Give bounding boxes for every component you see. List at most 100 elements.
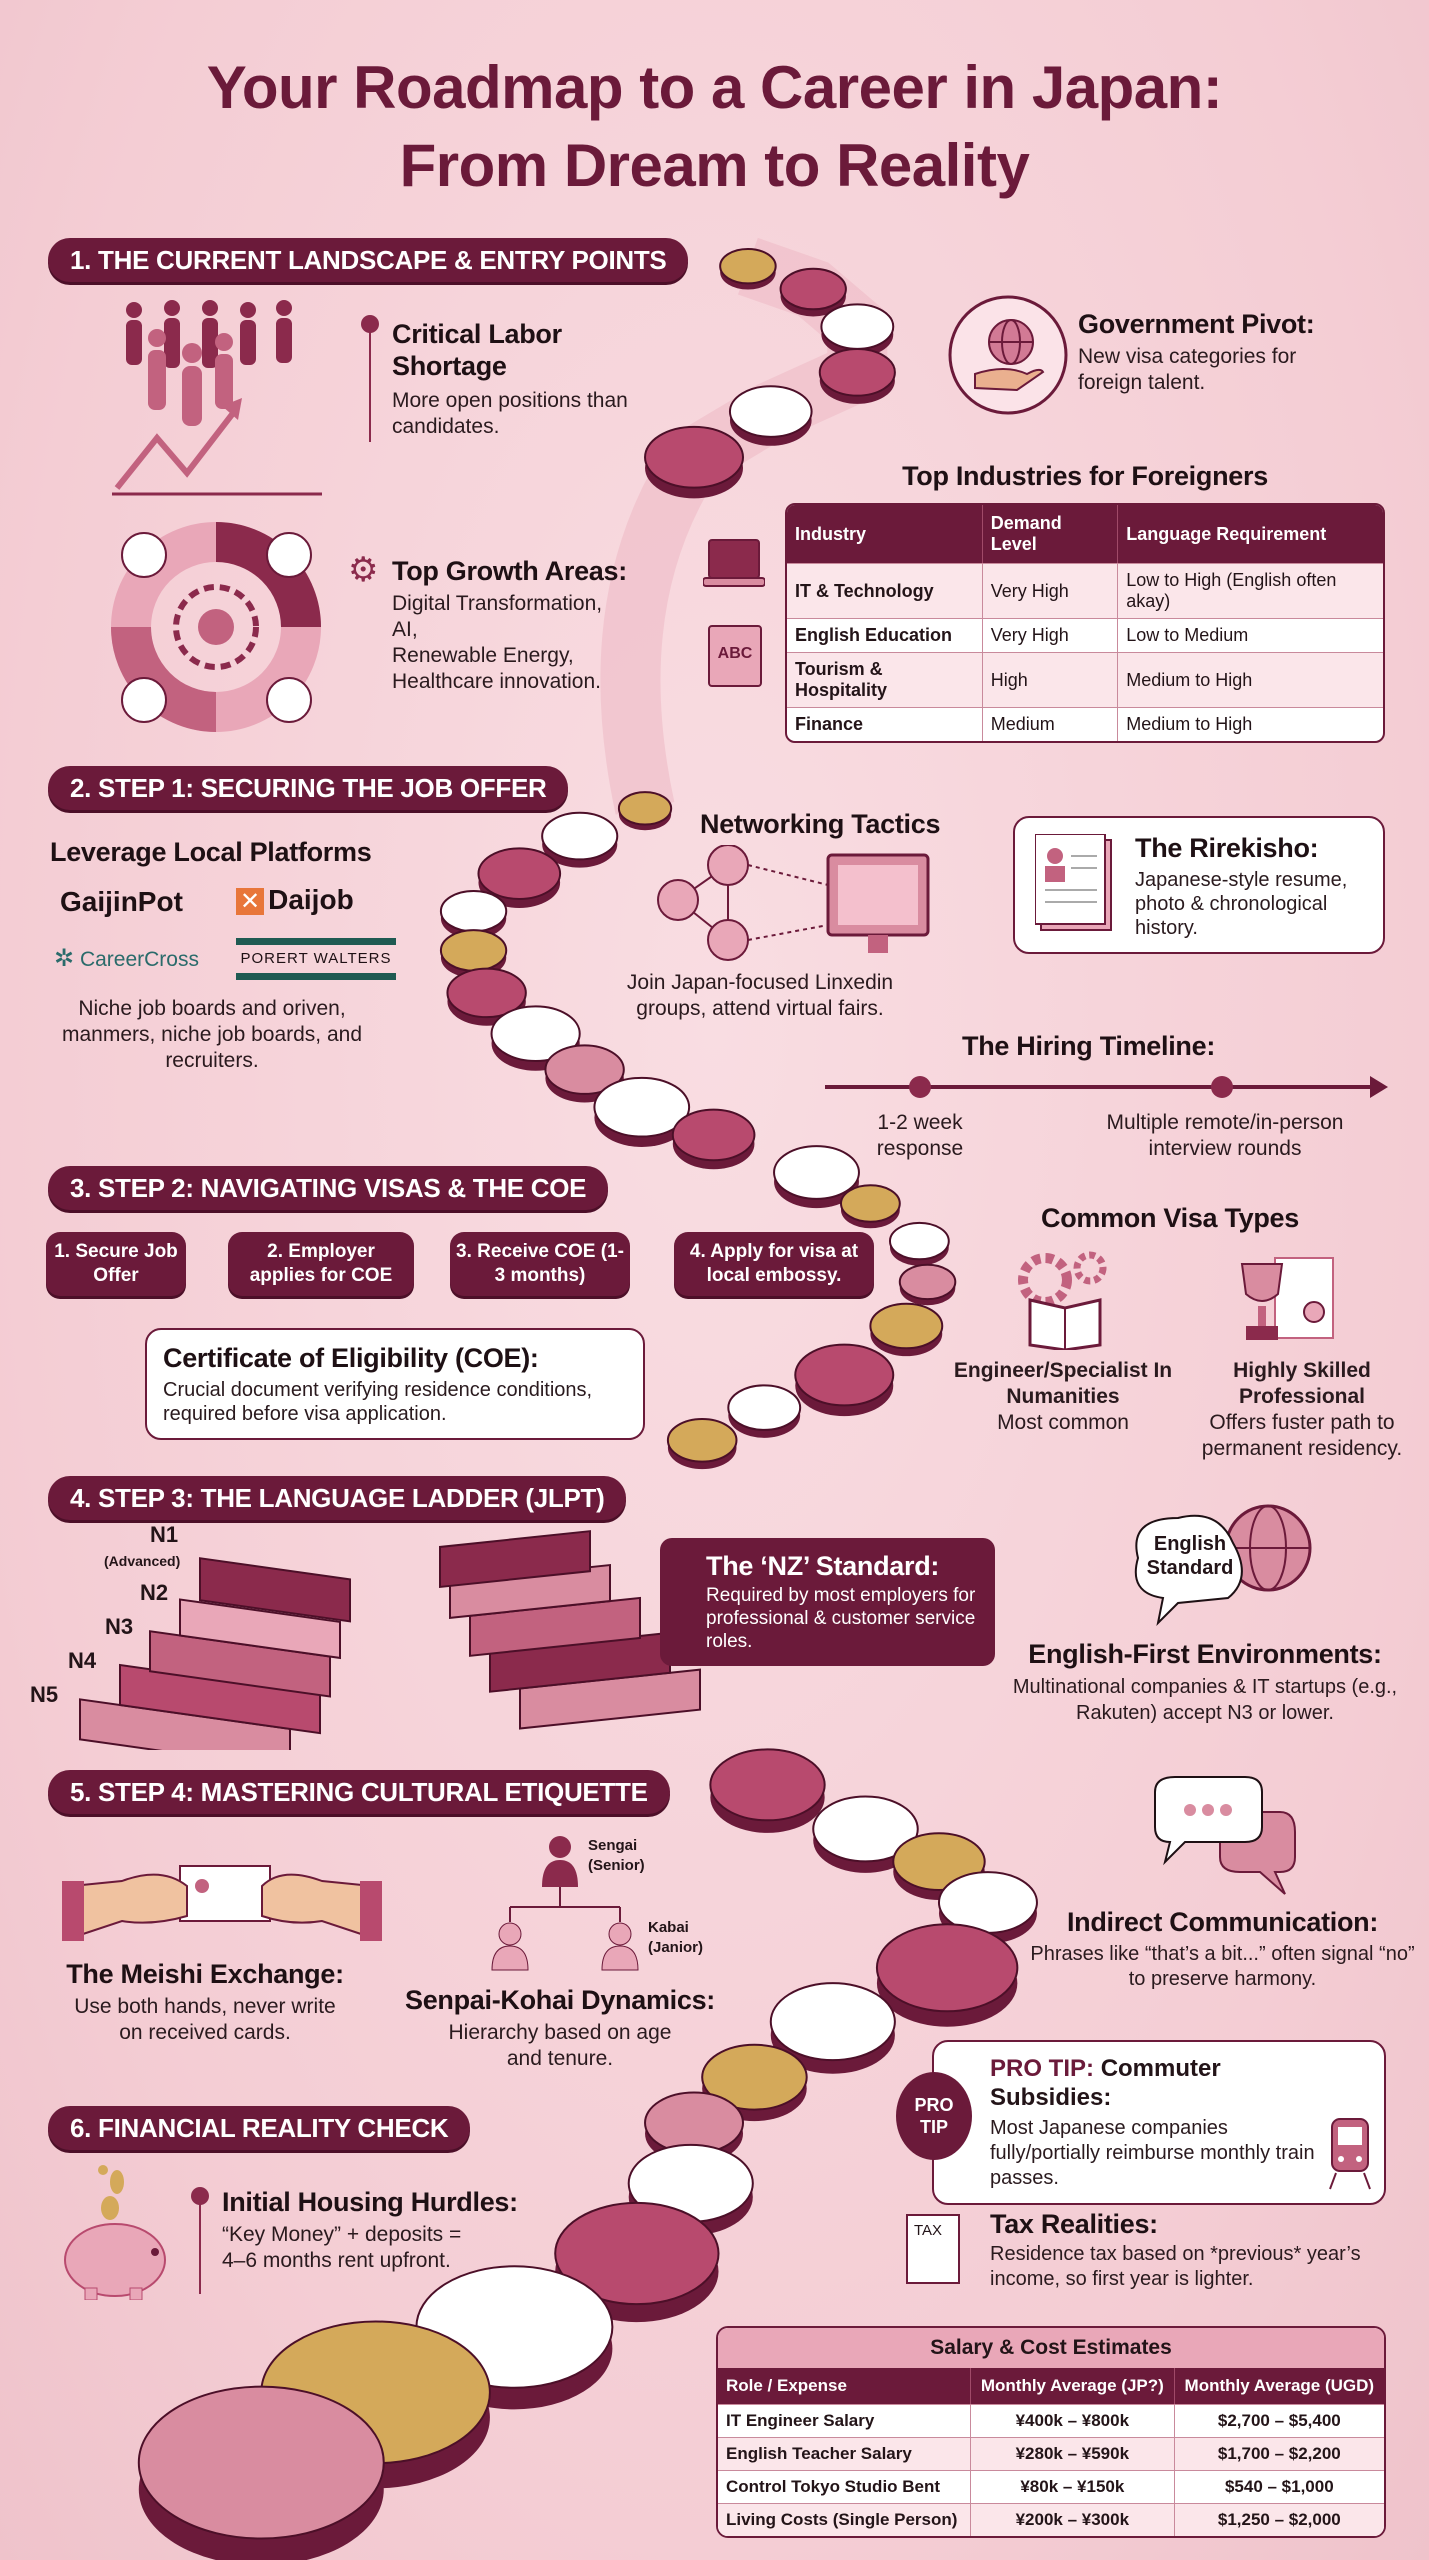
growth-area-item: Digital Transformation,	[392, 592, 603, 615]
hiring-timeline-title: The Hiring Timeline:	[962, 1031, 1216, 1061]
hierarchy-tree-icon	[491, 1836, 639, 1971]
abc-book-icon: ABC	[708, 625, 762, 687]
table-cell: $2,700 – $5,400	[1174, 2404, 1384, 2437]
senpai-label: Sengai (Senior)	[588, 1837, 645, 1874]
english-first-block: English-First Environments: Multinationa…	[990, 1638, 1420, 1726]
table-cell: $540 – $1,000	[1174, 2470, 1384, 2503]
column-header: Monthly Average (UGD)	[1174, 2368, 1384, 2404]
section-2-header: 2. STEP 1: SECURING THE JOB OFFER	[48, 766, 569, 810]
rirekisho-card: The Rirekisho: Japanese-style resume, ph…	[1013, 816, 1385, 954]
table-cell: ¥280k – ¥590k	[971, 2437, 1175, 2470]
column-header: Demand Level	[982, 505, 1119, 563]
pro-tip-heading: PRO TIP: Commuter Subsidies:	[990, 2054, 1322, 2112]
rirekisho-title: The Rirekisho:	[1135, 833, 1319, 863]
bullet-marker-icon	[191, 2187, 209, 2294]
growth-areas-title: Top Growth Areas:	[392, 556, 627, 586]
platforms-title: Leverage Local Platforms	[50, 837, 372, 867]
coe-text: Crucial document verifying residence con…	[163, 1379, 593, 1425]
n2-standard-callout: The ‘NZ’ Standard: Required by most empl…	[660, 1538, 995, 1666]
bullet-marker-icon	[361, 315, 379, 442]
resume-icon	[1035, 834, 1112, 931]
path-band	[600, 237, 888, 815]
globe-in-hand-icon	[948, 295, 1068, 415]
growth-area-item: Healthcare innovation.	[392, 670, 601, 693]
stepping-stone	[593, 1076, 691, 1147]
labor-shortage-title: Critical Labor Shortage	[392, 319, 562, 381]
pro-tip-title: Commuter Subsidies:	[990, 2055, 1221, 2111]
rirekisho-text: Japanese-style resume, photo & chronolog…	[1135, 869, 1348, 939]
laptop-icon	[703, 539, 765, 587]
indirect-communication-text: Phrases like “that’s a bit...” often sig…	[1030, 1943, 1415, 1990]
globe-icon	[1134, 1504, 1312, 1627]
stepping-stone	[644, 425, 745, 499]
jlpt-book-stack-icon	[79, 1557, 351, 1750]
table-cell: IT Engineer Salary	[718, 2404, 972, 2437]
table-row: Living Costs (Single Person)¥200k – ¥300…	[718, 2503, 1384, 2536]
english-standard-badge: English Standard	[1146, 1533, 1234, 1579]
table-cell: ¥200k – ¥300k	[971, 2503, 1175, 2536]
table-cell: Medium to High	[1118, 707, 1383, 741]
stepping-stone	[671, 1108, 756, 1170]
table-cell: Finance	[787, 707, 983, 741]
jlpt-level-n5: N5	[30, 1682, 59, 1707]
robert-walters-logo: PORERT WALTERS	[236, 938, 396, 980]
visa-type-name: Engineer/Specialist In Numanities	[953, 1359, 1173, 1408]
tax-title: Tax Realities:	[990, 2209, 1158, 2239]
stepping-stone	[709, 1748, 826, 1833]
section-1-header: 1. THE CURRENT LANDSCAPE & ENTRY POINTS	[48, 238, 689, 282]
meishi-title: The Meishi Exchange:	[66, 1959, 344, 1989]
table-row: English Teacher Salary¥280k – ¥590k$1,70…	[718, 2437, 1384, 2470]
table-cell: High	[982, 652, 1119, 707]
table-cell: Medium to High	[1118, 652, 1383, 707]
growth-areas-list: Digital Transformation, AI, Renewable En…	[392, 591, 722, 695]
meishi-text: Use both hands, never write on received …	[74, 1995, 336, 2044]
stepping-stone	[839, 1184, 901, 1229]
timeline-point-1: 1-2 week response	[876, 1111, 964, 1160]
indirect-communication-block: Indirect Communication: Phrases like “th…	[1030, 1906, 1415, 1992]
section-4-header: 4. STEP 3: THE LANGUAGE LADDER (JLPT)	[48, 1476, 627, 1520]
table-cell: English Teacher Salary	[718, 2437, 972, 2470]
tax-block: Tax Realities: Residence tax based on *p…	[990, 2208, 1410, 2292]
coe-callout: Certificate of Eligibility (COE): Crucia…	[145, 1328, 645, 1440]
column-header: Monthly Average (JP?)	[971, 2368, 1175, 2404]
careercross-logo-text: CareerCross	[79, 948, 199, 971]
meishi-block: The Meishi Exchange: Use both hands, nev…	[45, 1958, 365, 2046]
column-header: Role / Expense	[718, 2368, 972, 2404]
industries-title: Top Industries for Foreigners	[902, 461, 1268, 491]
n2-standard-text: Required by most employers for professio…	[706, 1585, 976, 1652]
housing-text: “Key Money” + deposits = 4–6 months rent…	[222, 2223, 462, 2272]
stepping-stone	[477, 847, 562, 908]
government-pivot-title: Government Pivot:	[1078, 309, 1315, 339]
visa-type-engineer: Engineer/Specialist In Numanities Most c…	[950, 1358, 1176, 1436]
stepping-stone	[875, 1923, 1019, 2027]
visa-step-3: 3. Receive COE (1-3 months)	[450, 1232, 630, 1296]
stepping-stone	[137, 2385, 385, 2560]
table-cell: Low to Medium	[1118, 618, 1383, 652]
networking-title: Networking Tactics	[700, 809, 941, 839]
stepping-stone	[769, 1982, 896, 2074]
pro-tip-card: PRO TIP: Commuter Subsidies: Most Japane…	[932, 2040, 1386, 2205]
visa-types-title: Common Visa Types	[1041, 1203, 1299, 1233]
gears-book-icon	[1018, 1251, 1107, 1350]
train-icon	[1329, 2118, 1371, 2190]
growth-areas-donut-icon	[111, 522, 321, 732]
stepping-stone	[812, 1795, 919, 1873]
stepping-stone	[888, 1221, 950, 1266]
stepping-stone	[439, 889, 508, 939]
stepping-stone	[541, 811, 619, 868]
platforms-text: Niche job boards and oriven, manmers, ni…	[62, 997, 362, 1072]
stepping-stone	[794, 1343, 895, 1417]
table-cell: ¥400k – ¥800k	[971, 2404, 1175, 2437]
stepping-stone	[719, 247, 777, 290]
table-cell: $1,250 – $2,000	[1174, 2503, 1384, 2536]
tax-document-icon: TAX	[906, 2214, 960, 2284]
column-header: Language Requirement	[1118, 505, 1383, 563]
